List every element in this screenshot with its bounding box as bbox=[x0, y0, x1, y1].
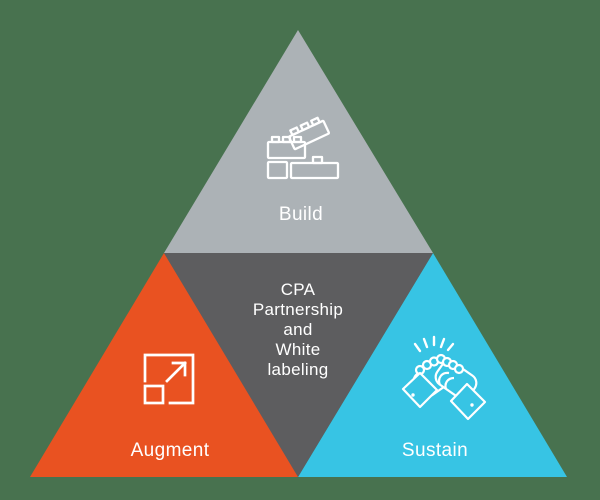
build-label: Build bbox=[278, 204, 324, 225]
center-label: CPA Partnership and White labeling bbox=[218, 280, 378, 380]
expand-arrow-icon bbox=[143, 353, 195, 405]
handshake-icon bbox=[401, 335, 487, 421]
center-triangle bbox=[164, 253, 433, 477]
center-label-line: labeling bbox=[267, 360, 329, 379]
augment-label: Augment bbox=[130, 440, 210, 461]
center-label-line: CPA bbox=[280, 280, 316, 299]
building-blocks-icon bbox=[266, 116, 340, 180]
sustain-label: Sustain bbox=[401, 440, 469, 461]
augment-triangle bbox=[30, 253, 299, 477]
center-label-line: Partnership bbox=[252, 300, 344, 319]
center-label-line: White bbox=[275, 340, 321, 359]
center-label-line: and bbox=[283, 320, 313, 339]
